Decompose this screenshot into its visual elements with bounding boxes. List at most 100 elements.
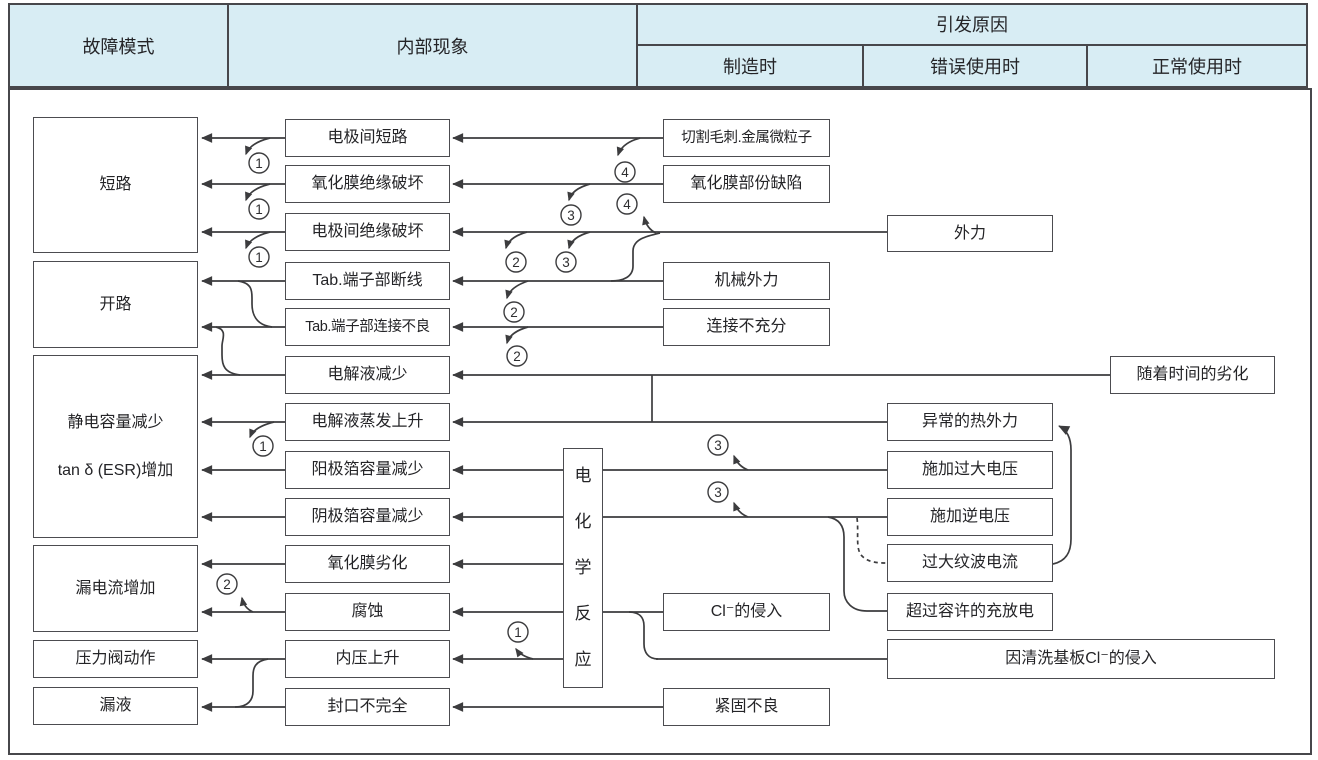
fault-short-circuit: 短路 — [33, 117, 198, 253]
internal-tab-terminal-poor-connection: Tab.端子部连接不良 — [285, 308, 450, 346]
mfg-mechanical-force: 机械外力 — [663, 262, 830, 300]
ref-mark-number: 1 — [259, 439, 267, 454]
misuse-external-force: 外力 — [887, 215, 1053, 252]
reference-hooks — [239, 137, 749, 660]
normal-deterioration-over-time-label: 随着时间的劣化 — [1136, 366, 1249, 383]
fault-pressure-valve-action-label: 压力阀动作 — [75, 650, 156, 667]
ref-mark-number: 3 — [562, 255, 570, 270]
internal-electrolyte-evaporation-rise-label: 电解液蒸发上升 — [311, 413, 424, 430]
ref-mark-number: 1 — [514, 625, 522, 640]
internal-oxide-film-insulation-breakdown: 氧化膜绝缘破坏 — [285, 165, 450, 203]
header-manufacturing: 制造时 — [638, 45, 864, 86]
internal-electrolyte-decrease: 电解液减少 — [285, 356, 450, 394]
misuse-exceed-allowed-charge-discharge-label: 超过容许的充放电 — [905, 603, 1034, 620]
ref-mark-number: 3 — [714, 485, 722, 500]
ref-mark-circle — [503, 301, 525, 323]
internal-corrosion: 腐蚀 — [285, 593, 450, 631]
internal-tab-terminal-wire-break: Tab.端子部断线 — [285, 262, 450, 300]
ref-mark-number: 2 — [223, 577, 231, 592]
internal-incomplete-sealing: 封口不完全 — [285, 688, 450, 726]
mfg-poor-fastening-label: 紧固不良 — [714, 698, 779, 715]
mfg-cutting-burr-metal-particles-label: 切割毛刺.金属微粒子 — [681, 129, 812, 146]
internal-oxide-film-insulation-breakdown-label: 氧化膜绝缘破坏 — [311, 175, 424, 192]
arrows-to-internal — [452, 133, 1110, 712]
mfg-insufficient-connection-label: 连接不充分 — [706, 318, 787, 335]
branch-curves — [215, 232, 1072, 708]
table-header: 故障模式 内部现象 引发原因 制造时 错误使用时 正常使用时 — [8, 3, 1308, 88]
mfg-poor-fastening: 紧固不良 — [663, 688, 830, 726]
ref-mark-number: 1 — [255, 156, 263, 171]
ref-mark-number: 1 — [255, 250, 263, 265]
internal-inter-electrode-insulation-breakdown-label: 电极间绝缘破坏 — [311, 223, 424, 240]
ref-mark-circle — [248, 246, 270, 268]
ref-mark-circle — [707, 434, 729, 456]
mfg-oxide-film-partial-defect: 氧化膜部份缺陷 — [663, 165, 830, 203]
ref-mark-circle — [616, 193, 638, 215]
misuse-abnormal-thermal-stress: 异常的热外力 — [887, 403, 1053, 441]
header-misuse: 错误使用时 — [864, 45, 1088, 86]
internal-oxide-film-degradation-label: 氧化膜劣化 — [327, 555, 408, 572]
mfg-insufficient-connection: 连接不充分 — [663, 308, 830, 346]
ref-mark-number: 3 — [567, 208, 575, 223]
ref-mark-circle — [505, 251, 527, 273]
ref-mark-number: 4 — [623, 197, 631, 212]
process-electrochemical-reaction-label: 电化学反应 — [574, 466, 592, 669]
normal-deterioration-over-time: 随着时间的劣化 — [1110, 356, 1275, 394]
ref-mark-number: 4 — [621, 165, 629, 180]
header-normal-use: 正常使用时 — [1152, 56, 1242, 77]
fault-open-circuit-label: 开路 — [99, 295, 132, 313]
misuse-overvoltage-label: 施加过大电压 — [921, 461, 1018, 478]
ref-mark-circle — [252, 435, 274, 457]
header-trigger-cause: 引发原因 — [638, 5, 1306, 46]
internal-anode-foil-capacity-decrease-label: 阳极箔容量减少 — [311, 461, 424, 478]
fault-pressure-valve-action: 压力阀动作 — [33, 640, 198, 678]
ref-mark-circle — [555, 251, 577, 273]
internal-electrolyte-decrease-label: 电解液减少 — [327, 366, 408, 383]
mfg-cl-ion-ingress: Cl⁻的侵入 — [663, 593, 830, 631]
ref-mark-circle — [248, 152, 270, 174]
fault-liquid-leak: 漏液 — [33, 687, 198, 725]
ref-mark-circle — [507, 621, 529, 643]
ref-mark-number: 3 — [714, 438, 722, 453]
internal-tab-terminal-wire-break-label: Tab.端子部断线 — [312, 272, 423, 289]
misuse-external-force-label: 外力 — [953, 224, 986, 242]
fault-open-circuit: 开路 — [33, 261, 198, 348]
internal-inter-electrode-short: 电极间短路 — [285, 119, 450, 157]
misuse-pcb-cleaning-cl-ingress: 因清洗基板Cl⁻的侵入 — [887, 639, 1275, 679]
mfg-oxide-film-partial-defect-label: 氧化膜部份缺陷 — [690, 175, 803, 192]
ref-mark-circle — [707, 481, 729, 503]
fault-capacitance-decrease-label: 静电容量减少 — [67, 413, 164, 431]
internal-incomplete-sealing-label: 封口不完全 — [327, 698, 408, 715]
misuse-exceed-allowed-charge-discharge: 超过容许的充放电 — [887, 593, 1053, 631]
fault-leakage-current-increase-label: 漏电流增加 — [75, 579, 156, 597]
ref-mark-number: 2 — [513, 349, 521, 364]
mfg-cl-ion-ingress-label: Cl⁻的侵入 — [710, 603, 783, 620]
ref-mark-number: 1 — [255, 202, 263, 217]
header-fault-mode: 故障模式 — [10, 5, 229, 86]
fault-short-circuit-label: 短路 — [99, 176, 132, 193]
misuse-excessive-ripple-current: 过大纹波电流 — [887, 544, 1053, 582]
header-internal-phenomenon: 内部现象 — [229, 5, 638, 86]
mfg-mechanical-force-label: 机械外力 — [714, 272, 779, 289]
misuse-excessive-ripple-current-label: 过大纹波电流 — [921, 554, 1018, 571]
internal-pressure-rise-label: 内压上升 — [335, 650, 400, 667]
internal-cathode-foil-capacity-decrease: 阴极箔容量减少 — [285, 498, 450, 536]
ref-mark-circle — [216, 573, 238, 595]
internal-electrolyte-evaporation-rise: 电解液蒸发上升 — [285, 403, 450, 441]
ref-mark-number: 2 — [510, 305, 518, 320]
ref-mark-number: 2 — [512, 255, 520, 270]
misuse-reverse-voltage: 施加逆电压 — [887, 498, 1053, 536]
fault-capacitance-decrease-label: tan δ (ESR)增加 — [57, 461, 174, 479]
misuse-pcb-cleaning-cl-ingress-label: 因清洗基板Cl⁻的侵入 — [1005, 650, 1157, 667]
internal-corrosion-label: 腐蚀 — [351, 603, 384, 620]
ref-mark-circle — [614, 161, 636, 183]
ref-mark-circle — [506, 345, 528, 367]
misuse-overvoltage: 施加过大电压 — [887, 451, 1053, 489]
internal-inter-electrode-insulation-breakdown: 电极间绝缘破坏 — [285, 213, 450, 251]
fault-capacitance-decrease: 静电容量减少 tan δ (ESR)增加 — [33, 355, 198, 538]
fault-liquid-leak-label: 漏液 — [99, 697, 132, 714]
internal-tab-terminal-poor-connection-label: Tab.端子部连接不良 — [305, 318, 430, 335]
internal-oxide-film-degradation: 氧化膜劣化 — [285, 545, 450, 583]
